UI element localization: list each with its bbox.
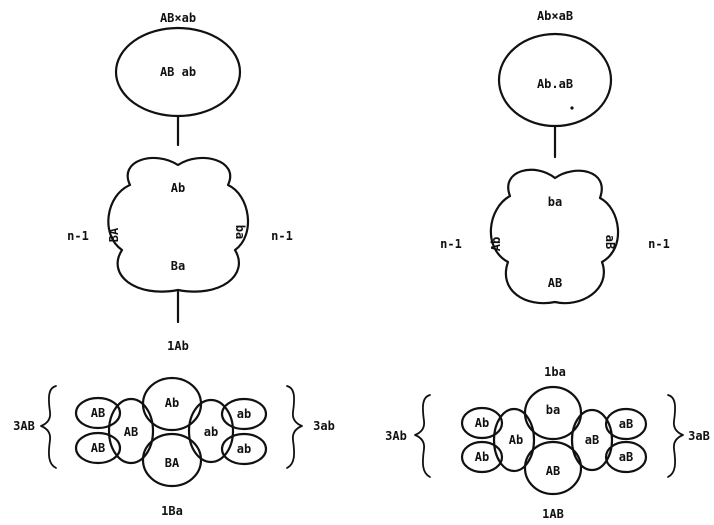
- left-panel: AB×ab AB ab Ab Ba BA ba n-1 n-1 1Ab 3AB …: [13, 11, 335, 518]
- left-spore-bottom-left-label: AB: [91, 441, 105, 455]
- right-spore-bottom-center-label: AB: [546, 464, 560, 478]
- left-cross-label: AB×ab: [160, 11, 196, 25]
- left-tetrad-top: Ab: [171, 181, 185, 195]
- left-close-brace: [286, 385, 303, 469]
- right-tetrad-bottom: AB: [548, 276, 562, 290]
- left-count-bottom: 1Ba: [161, 504, 183, 518]
- left-spore-top-right: [220, 397, 268, 431]
- right-cross-label: Ab×aB: [537, 9, 573, 23]
- left-spore-inner-left: [107, 397, 155, 465]
- left-group-left: 3AB: [13, 419, 35, 433]
- right-tetrad-right: aB: [603, 235, 617, 249]
- right-tetrad-left: Ab: [489, 237, 503, 251]
- left-spore-bottom-right: [220, 432, 268, 466]
- right-spore-inner-left: [492, 407, 536, 473]
- left-spore-bottom-center-label: BA: [165, 456, 180, 470]
- left-spore-top-left-label: AB: [91, 406, 105, 420]
- left-tetrad-outline: [107, 156, 250, 293]
- left-tetrad-right: ba: [233, 225, 247, 239]
- left-group-right: 3ab: [313, 419, 335, 433]
- right-group-right: 3aB: [688, 429, 710, 443]
- left-spore-top-center-label: Ab: [165, 396, 179, 410]
- left-side-left: n-1: [67, 229, 89, 243]
- right-spore-top-center-label: ba: [546, 403, 560, 417]
- right-close-brace: [667, 394, 684, 478]
- right-spore-top-left-label: Ab: [475, 416, 489, 430]
- right-spore-inner-right: [570, 408, 614, 472]
- right-count-bottom: 1AB: [542, 507, 564, 521]
- left-spore-bottom-left: [74, 431, 122, 465]
- right-spore-top-right: [604, 407, 648, 441]
- left-spore-bottom-right-label: ab: [237, 442, 251, 456]
- left-tetrad-left: BA: [107, 227, 121, 242]
- left-spore-top-left: [74, 396, 122, 430]
- right-spore-bottom-right: [604, 440, 648, 474]
- left-open-brace: [40, 385, 57, 469]
- right-spore-inner-left-label: Ab: [509, 433, 523, 447]
- left-spore-top-right-label: ab: [237, 407, 251, 421]
- right-spore-top-left: [460, 406, 504, 440]
- left-side-right: n-1: [271, 229, 293, 243]
- right-panel: Ab×aB Ab.aB ba AB Ab aB n-1 n-1 1ba 3Ab …: [385, 9, 710, 521]
- right-group-left: 3Ab: [385, 429, 407, 443]
- right-side-right: n-1: [648, 237, 670, 251]
- left-count-top: 1Ab: [167, 339, 189, 353]
- right-tetrad-top: ba: [548, 195, 562, 209]
- left-zygote-label: AB ab: [160, 65, 196, 79]
- right-spore-top-right-label: aB: [619, 417, 633, 431]
- left-spore-inner-right-label: ab: [204, 425, 218, 439]
- right-side-left: n-1: [440, 237, 462, 251]
- right-spore-bottom-center: [523, 440, 583, 496]
- right-spore-bottom-left: [460, 440, 504, 474]
- left-spore-inner-left-label: AB: [124, 425, 138, 439]
- right-zygote-dot: [570, 106, 574, 110]
- right-spore-top-center: [523, 385, 583, 441]
- right-count-top: 1ba: [544, 365, 566, 379]
- left-spore-inner-right: [187, 398, 235, 464]
- right-spore-bottom-left-label: Ab: [475, 450, 489, 464]
- right-tetrad-outline: [489, 168, 619, 305]
- right-zygote-label: Ab.aB: [537, 77, 573, 91]
- left-tetrad-bottom: Ba: [171, 259, 185, 273]
- right-spore-inner-right-label: aB: [585, 433, 599, 447]
- right-open-brace: [414, 394, 431, 478]
- right-spore-bottom-right-label: aB: [619, 450, 633, 464]
